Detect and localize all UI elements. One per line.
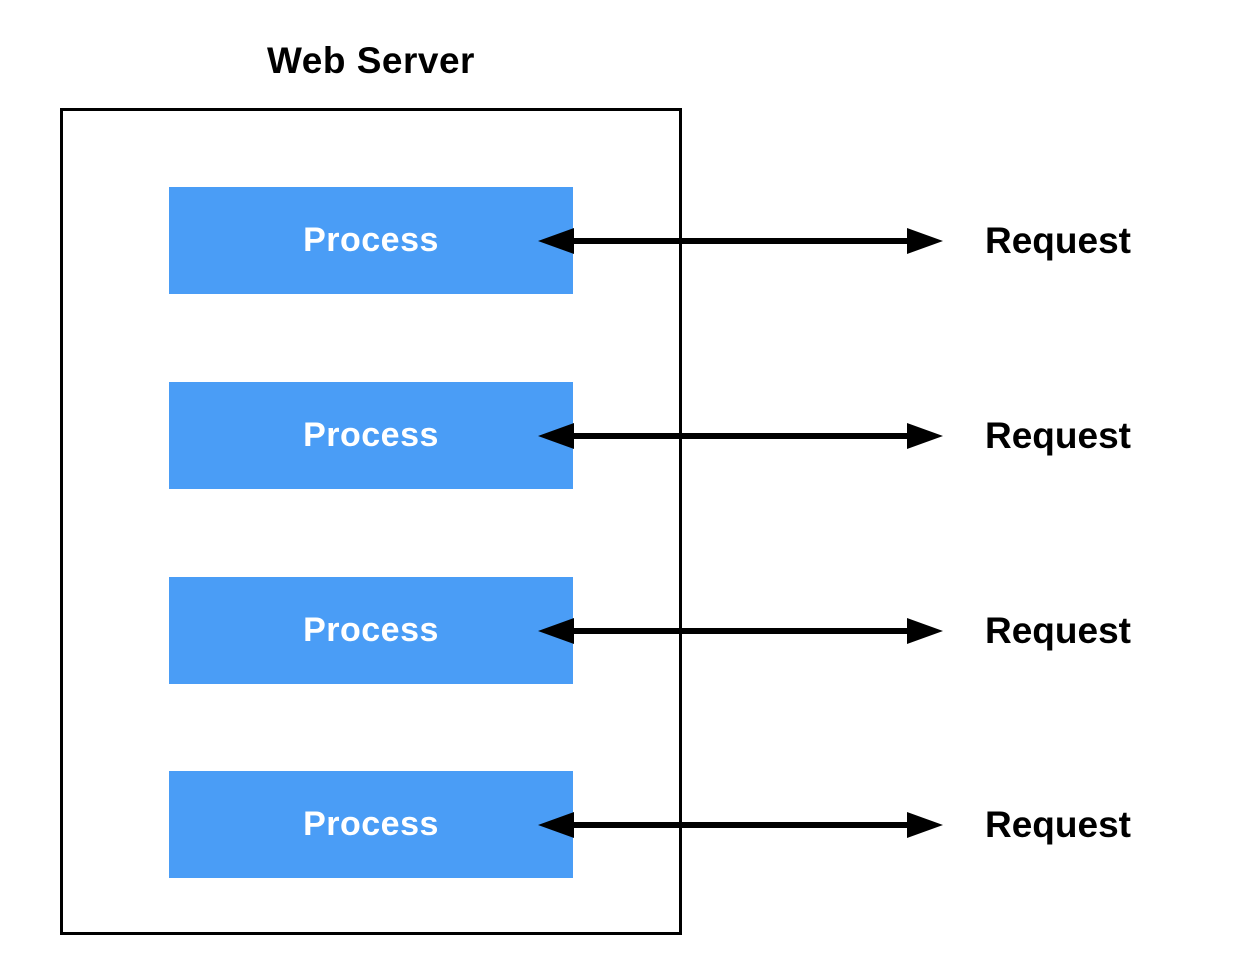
web-server-box <box>60 108 682 935</box>
diagram-title: Web Server <box>267 40 475 81</box>
process-box: Process <box>169 771 573 878</box>
process-box: Process <box>169 187 573 294</box>
request-label: Request <box>985 414 1131 456</box>
process-label: Process <box>303 221 439 259</box>
process-label: Process <box>303 805 439 843</box>
process-row: Process Request <box>0 382 1240 489</box>
process-row: Process Request <box>0 187 1240 294</box>
request-label: Request <box>985 609 1131 651</box>
double-arrow-icon <box>538 422 943 449</box>
double-arrow-icon <box>538 811 943 838</box>
process-row: Process Request <box>0 577 1240 684</box>
process-label: Process <box>303 611 439 649</box>
double-arrow-icon <box>538 227 943 254</box>
process-box: Process <box>169 577 573 684</box>
request-label: Request <box>985 219 1131 261</box>
process-label: Process <box>303 416 439 454</box>
process-box: Process <box>169 382 573 489</box>
process-row: Process Request <box>0 771 1240 878</box>
double-arrow-icon <box>538 617 943 644</box>
request-label: Request <box>985 803 1131 845</box>
